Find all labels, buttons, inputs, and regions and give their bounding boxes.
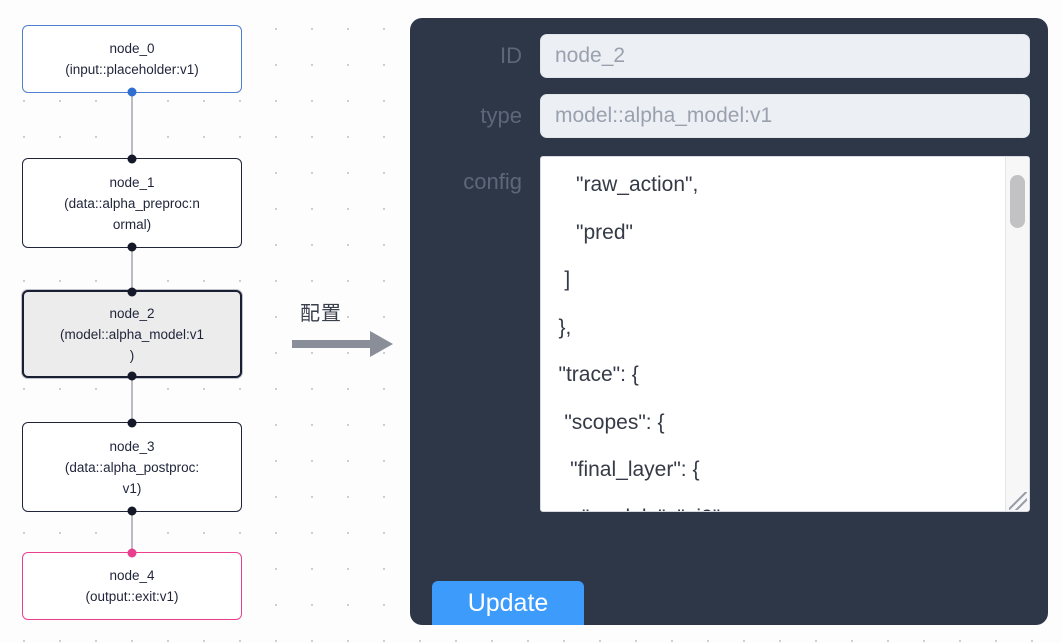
edge-node0-node1	[131, 93, 133, 158]
port-input-icon[interactable]	[127, 548, 137, 558]
graph-node-label: node_2 (model::alpha_model:v1 )	[59, 305, 205, 363]
resize-handle-icon[interactable]	[1009, 492, 1027, 510]
flow-arrow-group: 配置	[292, 297, 396, 359]
right-arrow-icon	[292, 331, 393, 357]
node-graph-canvas[interactable]: node_0 (input::placeholder:v1) node_1 (d…	[0, 0, 300, 643]
edge-node3-node4	[131, 512, 133, 552]
config-textarea-content[interactable]: "raw_action", "pred" ] }, "trace": { "sc…	[558, 173, 727, 511]
port-input-icon[interactable]	[127, 418, 137, 428]
id-field-label: ID	[500, 43, 522, 68]
graph-node-node_2[interactable]: node_2 (model::alpha_model:v1 )	[22, 287, 242, 381]
port-output-icon[interactable]	[127, 506, 137, 516]
graph-node-node_4[interactable]: node_4 (output::exit:v1)	[22, 548, 242, 620]
field-row-config: config "raw_action", "pred" ] }, "trace"…	[420, 156, 1030, 512]
field-row-id: ID node_2	[420, 34, 1030, 78]
node-config-panel: ID node_2 type model::alpha_model:v1 con…	[410, 18, 1048, 625]
edge-node1-node2	[131, 248, 133, 290]
graph-node-node_3[interactable]: node_3 (data::alpha_postproc: v1)	[22, 418, 242, 516]
type-field-label: type	[480, 103, 522, 128]
edge-node2-node3	[131, 378, 133, 422]
field-row-type: type model::alpha_model:v1	[420, 94, 1030, 138]
id-input[interactable]: node_2	[540, 34, 1030, 78]
port-output-icon[interactable]	[127, 242, 137, 252]
graph-node-node_1[interactable]: node_1 (data::alpha_preproc:n ormal)	[22, 154, 242, 252]
arrow-label: 配置	[300, 301, 342, 325]
graph-node-label: node_3 (data::alpha_postproc: v1)	[64, 438, 200, 496]
port-input-icon[interactable]	[127, 287, 137, 297]
graph-node-node_0[interactable]: node_0 (input::placeholder:v1)	[22, 25, 242, 97]
port-input-icon[interactable]	[127, 154, 137, 164]
update-button[interactable]: Update	[432, 581, 584, 625]
config-textarea[interactable]: "raw_action", "pred" ] }, "trace": { "sc…	[540, 156, 1030, 512]
port-output-icon[interactable]	[127, 371, 137, 381]
config-scrollbar-thumb[interactable]	[1010, 175, 1025, 228]
graph-node-label: node_0 (input::placeholder:v1)	[65, 41, 199, 77]
type-input[interactable]: model::alpha_model:v1	[540, 94, 1030, 138]
config-field-label: config	[463, 169, 522, 194]
config-scrollbar[interactable]	[1005, 157, 1029, 511]
port-output-icon[interactable]	[127, 87, 137, 97]
graph-node-label: node_4 (output::exit:v1)	[85, 568, 179, 604]
graph-node-label: node_1 (data::alpha_preproc:n ormal)	[64, 174, 200, 232]
